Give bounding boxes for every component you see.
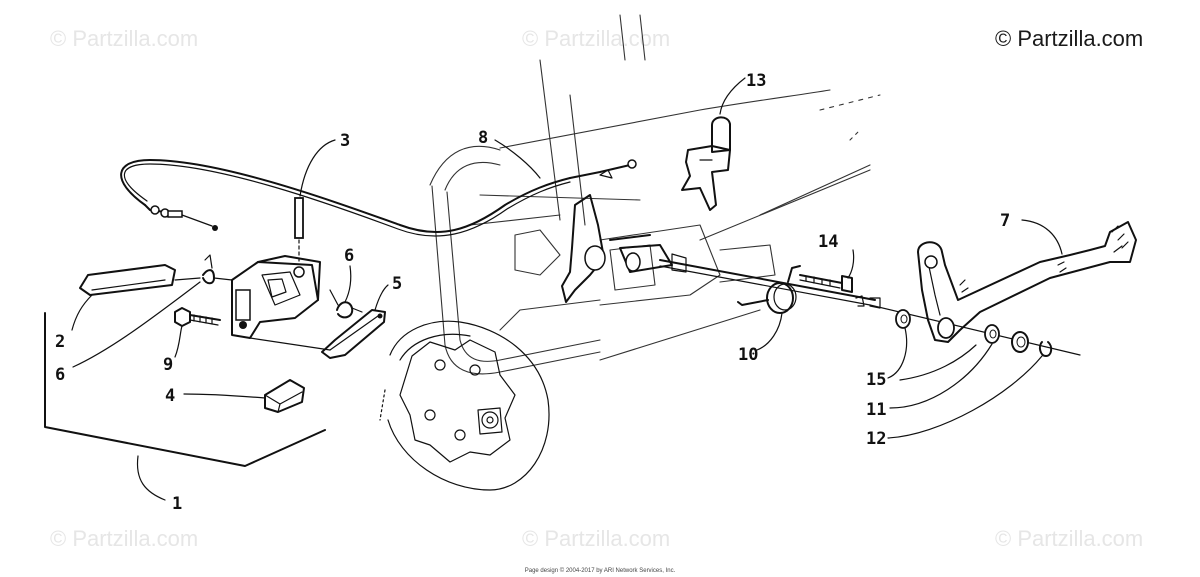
- frame-outline: [429, 14, 881, 375]
- callout-14: 14: [818, 232, 838, 252]
- callout-2: 2: [55, 332, 65, 352]
- callout-5: 5: [392, 274, 402, 294]
- footer-copyright: Page design © 2004-2017 by ARI Network S…: [524, 568, 676, 574]
- washer-11: [984, 324, 1000, 344]
- brake-caliper: [231, 255, 331, 351]
- clip-12: [1038, 341, 1053, 357]
- callout-13: 13: [746, 71, 766, 91]
- callout-10: 10: [738, 345, 758, 365]
- watermark-bottom-right: © Partzilla.com: [995, 526, 1144, 551]
- watermark-top-center: © Partzilla.com: [522, 26, 671, 51]
- washer-11b: [1011, 331, 1029, 353]
- watermark-bottom-center: © Partzilla.com: [522, 526, 671, 551]
- callout-15: 15: [866, 370, 886, 390]
- brake-pedal: [917, 221, 1137, 343]
- brake-pad: [264, 379, 305, 413]
- brake-linkage: [561, 194, 881, 309]
- callout-3: 3: [340, 131, 350, 151]
- watermark-bottom-left: © Partzilla.com: [50, 526, 199, 551]
- callout-12: 12: [866, 429, 886, 449]
- callout-11: 11: [866, 400, 886, 420]
- callout-6-right: 6: [344, 246, 354, 266]
- brake-disc: [379, 320, 550, 491]
- caliper-bolt: [174, 307, 221, 327]
- callout-7: 7: [1000, 211, 1010, 231]
- item-1-bracket: [44, 312, 326, 467]
- pedal-stop-bracket: [681, 116, 731, 211]
- spring-right: [329, 289, 363, 319]
- brake-pad-plate: [79, 264, 201, 296]
- watermark-top-right: © Partzilla.com: [995, 26, 1144, 51]
- return-spring: [737, 265, 801, 314]
- caliper-pin: [294, 197, 304, 263]
- callout-4: 4: [165, 386, 175, 406]
- watermark-top-left: © Partzilla.com: [50, 26, 199, 51]
- callout-6-left: 6: [55, 365, 65, 385]
- spring-left: [202, 254, 233, 285]
- pivot-bolt: [799, 274, 853, 293]
- brake-bracket-plate: [321, 309, 386, 359]
- callout-1: 1: [172, 494, 182, 514]
- callout-9: 9: [163, 355, 173, 375]
- callout-8: 8: [478, 128, 488, 148]
- leader-lines: [71, 77, 1063, 501]
- brake-cable: [120, 159, 637, 237]
- washer-15: [895, 309, 911, 329]
